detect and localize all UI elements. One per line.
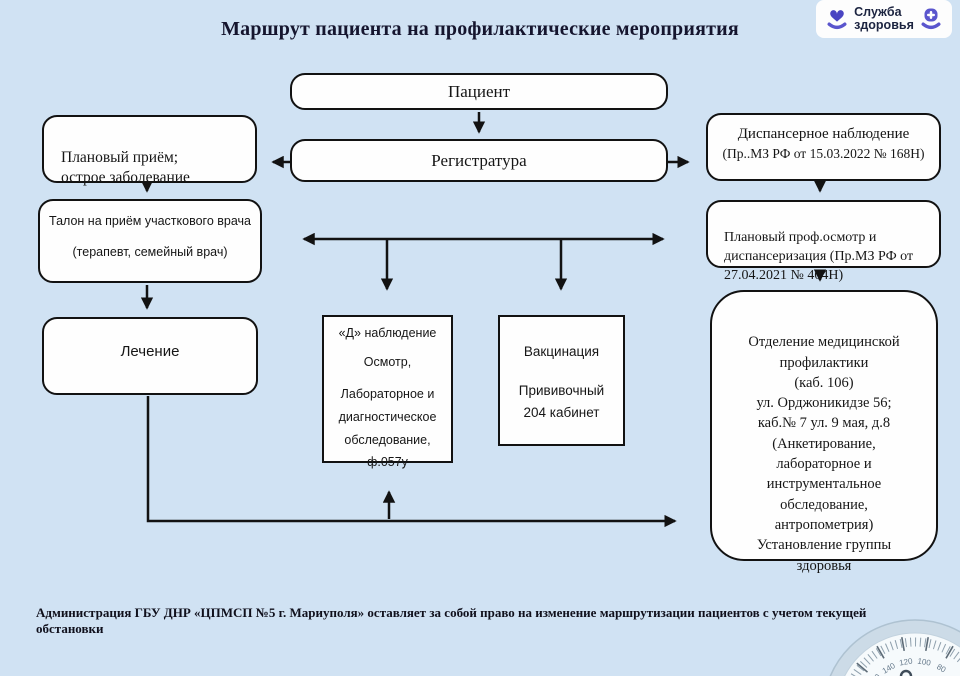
health-service-logo: Служба здоровья xyxy=(816,0,952,38)
node-patient: Пациент xyxy=(290,73,668,110)
gauge-label: 160 xyxy=(867,672,883,676)
node-planned-visit: Плановый приём; острое заболевание xyxy=(42,115,257,186)
gauge-label: 60 xyxy=(949,674,960,676)
arrow-treatment-to-dept xyxy=(146,396,677,528)
footer-note: Администрация ГБУ ДНР «ЦПМСП №5 г. Мариу… xyxy=(36,605,867,636)
gauge-label: 120 xyxy=(899,656,914,667)
node-vaccination: Вакцинация Прививочный 204 кабинет xyxy=(498,315,625,446)
tonometer-gauge-image: 60 80 100 120 140 160 180 xyxy=(829,619,960,676)
gauge-label: 100 xyxy=(917,656,932,667)
plus-smile-icon xyxy=(921,8,941,30)
gauge-maker-mark-icon xyxy=(899,669,913,676)
heart-smile-icon xyxy=(827,10,847,30)
node-prevention-department: Отделение медицинской профилактики (каб.… xyxy=(710,290,938,574)
node-prof-exam: Плановый проф.осмотр и диспансеризация (… xyxy=(706,200,941,283)
node-talon: Талон на приём участкового врача (терапе… xyxy=(38,199,262,283)
node-d-observation: «Д» наблюдение Осмотр, Лабораторное и ди… xyxy=(322,315,453,469)
node-registry: Регистратура xyxy=(290,139,668,182)
node-treatment: Лечение xyxy=(42,317,258,395)
page-title: Маршрут пациента на профилактические мер… xyxy=(221,18,739,40)
node-dispensary-observation: Диспансерное наблюдение (Пр..МЗ РФ от 15… xyxy=(706,113,941,181)
logo-text: Служба здоровья xyxy=(854,4,914,32)
